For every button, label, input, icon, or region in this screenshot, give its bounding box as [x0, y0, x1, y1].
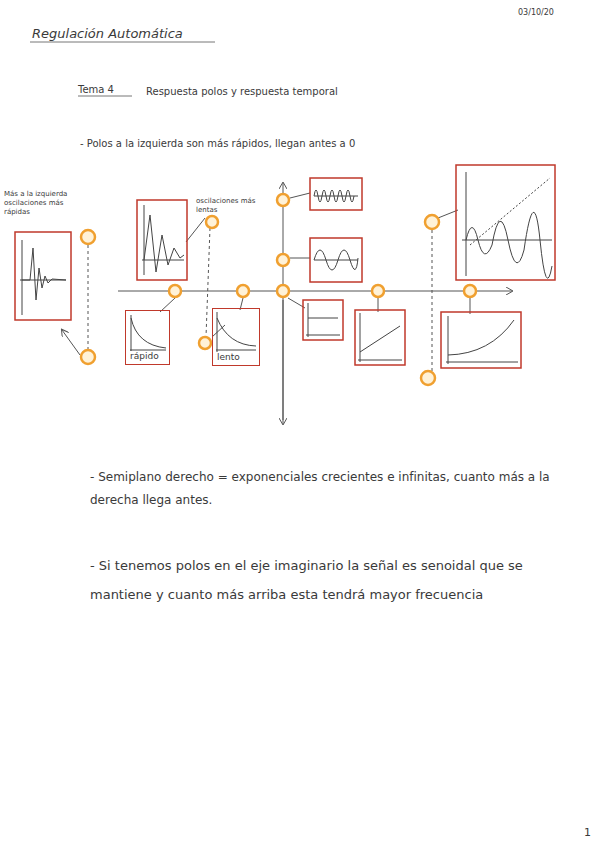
bullet-note: - Semiplano derecho = exponenciales crec…: [90, 466, 560, 512]
topic-title: Respuesta polos y respuesta temporal: [146, 86, 396, 99]
graph-box: rápido: [125, 310, 170, 365]
page-number: 1: [584, 826, 598, 840]
bullet-note: - Si tenemos polos en el eje imaginario …: [90, 552, 530, 609]
graph-box: lento: [212, 308, 260, 366]
box-label: rápido: [129, 351, 160, 362]
bullet-note: - Polos a la izquierda son más rápidos, …: [80, 138, 550, 151]
annotation-note: oscilaciones más lentas: [196, 197, 258, 215]
box-label: lento: [216, 352, 241, 363]
page-title: Regulación Automática: [32, 26, 183, 42]
date-label: 03/10/20: [518, 8, 598, 18]
annotation-note: Más a la izquierda oscilaciones más rápi…: [4, 190, 84, 216]
topic-number: Tema 4: [78, 84, 138, 97]
